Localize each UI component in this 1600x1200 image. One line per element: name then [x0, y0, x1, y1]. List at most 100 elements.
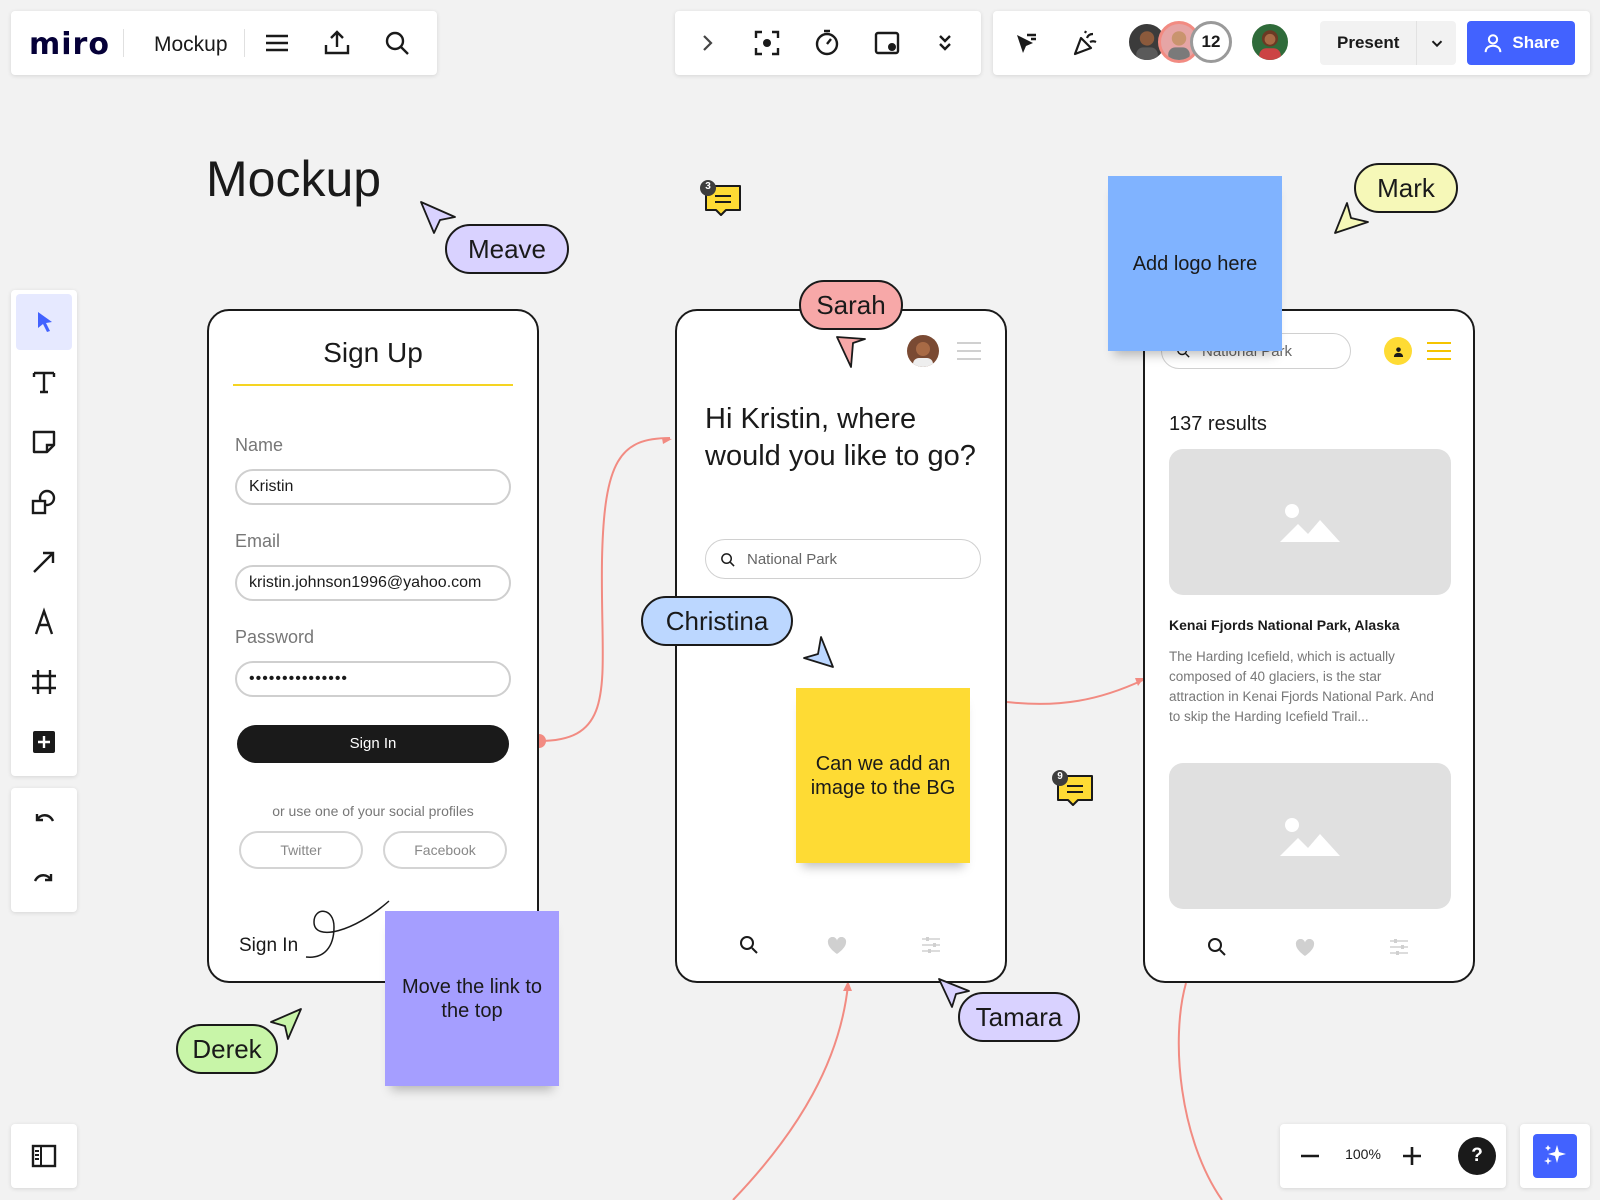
arrowhead	[1135, 678, 1144, 686]
zoom-level[interactable]: 100%	[1345, 1146, 1381, 1162]
cursor-arrow-icon	[1334, 202, 1369, 234]
add-apps-icon[interactable]	[16, 714, 72, 770]
menu-icon[interactable]	[255, 21, 299, 65]
twitter-button[interactable]: Twitter	[239, 831, 363, 869]
hand-drawn-scribble	[305, 900, 390, 958]
board-name[interactable]: Mockup	[154, 33, 228, 56]
cursor-arrow-icon	[270, 1008, 302, 1040]
search-input[interactable]: National Park	[705, 539, 981, 579]
greeting-text: Hi Kristin, where would you like to go?	[705, 403, 976, 472]
sticky-note-tool-icon[interactable]	[16, 414, 72, 470]
zoom-out-icon[interactable]	[1288, 1134, 1332, 1178]
menu-icon[interactable]	[1427, 341, 1451, 366]
filter-icon[interactable]	[921, 936, 941, 959]
card-title[interactable]: Kenai Fjords National Park, Alaska	[1169, 617, 1400, 633]
cursor-label-sarah: Sarah	[799, 280, 903, 330]
menu-icon[interactable]	[957, 341, 981, 366]
image-placeholder[interactable]	[1169, 449, 1451, 595]
celebrate-icon[interactable]	[1063, 21, 1107, 65]
cursor-arrow-icon	[803, 636, 834, 668]
sticky-note-blue[interactable]: Add logo here	[1108, 176, 1282, 351]
connector-tool-icon[interactable]	[16, 534, 72, 590]
cursor-arrow-icon	[420, 201, 456, 234]
collaborators-count[interactable]: 12	[1190, 21, 1232, 63]
board-sidebar-toggle[interactable]	[11, 1124, 77, 1188]
password-field[interactable]: •••••••••••••••	[235, 661, 511, 697]
connector-line[interactable]	[732, 984, 849, 1200]
chevron-double-down-icon[interactable]	[923, 21, 967, 65]
cursor-follow-icon[interactable]	[1003, 21, 1047, 65]
facebook-button[interactable]: Facebook	[383, 831, 507, 869]
card-description: The Harding Icefield, which is actually …	[1169, 649, 1434, 724]
cursor-arrow-icon	[938, 978, 970, 1008]
arrowhead	[843, 981, 852, 991]
signin-link[interactable]: Sign In	[239, 935, 299, 956]
redo-icon[interactable]	[16, 852, 72, 908]
connector-line[interactable]	[1006, 679, 1144, 705]
canvas-title[interactable]: Mockup	[206, 151, 382, 207]
comment-icon[interactable]	[1050, 768, 1094, 812]
sidebar-icon[interactable]	[22, 1134, 66, 1178]
comment-icon[interactable]	[698, 178, 742, 222]
connector-line[interactable]	[538, 437, 671, 742]
select-tool-icon[interactable]	[16, 294, 72, 350]
comment-count: 3	[705, 181, 711, 192]
image-icon	[1280, 504, 1340, 542]
user-avatar[interactable]	[907, 335, 939, 367]
signin-button[interactable]: Sign In	[237, 725, 509, 763]
zoom-in-icon[interactable]	[1390, 1134, 1434, 1178]
heart-icon[interactable]	[1295, 938, 1315, 962]
cursor-arrow-icon	[836, 336, 866, 368]
comment-count: 9	[1057, 771, 1063, 782]
connector-line[interactable]	[1177, 982, 1223, 1200]
results-count: 137 results	[1169, 413, 1267, 435]
cursor-label-meave: Meave	[445, 224, 569, 274]
help-button[interactable]: ?	[1458, 1137, 1496, 1175]
board-header-panel: miro Mockup	[11, 11, 437, 75]
sticky-note-yellow[interactable]: Can we add an image to the BG	[796, 688, 970, 863]
focus-icon[interactable]	[745, 21, 789, 65]
signup-phone-frame[interactable]: Sign Up Name Kristin Email kristin.johns…	[207, 309, 539, 983]
share-panel: 12 Present Share	[993, 11, 1590, 75]
undo-icon[interactable]	[16, 792, 72, 848]
shapes-tool-icon[interactable]	[16, 474, 72, 530]
filter-icon[interactable]	[1389, 938, 1409, 961]
search-icon[interactable]	[739, 935, 759, 960]
results-phone-frame[interactable]: National Park 137 results Kenai Fjords N…	[1143, 309, 1475, 983]
user-icon	[1485, 34, 1502, 53]
search-icon[interactable]	[375, 21, 419, 65]
screen-share-icon[interactable]	[865, 21, 909, 65]
collaboration-tools-panel	[675, 11, 981, 75]
search-icon[interactable]	[1207, 937, 1227, 962]
cursor-label-christina: Christina	[641, 596, 793, 646]
text-tool-icon[interactable]	[16, 354, 72, 410]
timer-icon[interactable]	[805, 21, 849, 65]
upload-icon[interactable]	[315, 21, 359, 65]
email-field[interactable]: kristin.johnson1996@yahoo.com	[235, 565, 511, 601]
arrowhead	[662, 438, 672, 444]
frame-tool-icon[interactable]	[16, 654, 72, 710]
user-avatar[interactable]	[1249, 21, 1291, 63]
miro-logo[interactable]: miro	[29, 27, 110, 62]
password-label: Password	[235, 627, 315, 647]
sticky-note-purple[interactable]: Move the link to the top	[385, 911, 559, 1086]
share-button[interactable]: Share	[1467, 21, 1575, 65]
chevron-right-icon[interactable]	[685, 21, 729, 65]
name-label: Name	[235, 435, 284, 455]
name-field[interactable]: Kristin	[235, 469, 511, 505]
search-phone-frame[interactable]: Hi Kristin, where would you like to go? …	[675, 309, 1007, 983]
user-icon[interactable]	[1384, 337, 1412, 365]
image-icon	[1280, 818, 1340, 856]
sparkle-icon[interactable]	[1533, 1134, 1577, 1178]
present-label: Present	[1337, 33, 1400, 52]
present-button[interactable]: Present	[1320, 21, 1456, 65]
email-label: Email	[235, 531, 281, 551]
image-placeholder[interactable]	[1169, 763, 1451, 909]
cursor-label-derek: Derek	[176, 1024, 278, 1074]
search-placeholder: National Park	[747, 550, 838, 568]
pen-tool-icon[interactable]	[16, 594, 72, 650]
heart-icon[interactable]	[827, 936, 847, 960]
chevron-down-icon[interactable]	[1416, 21, 1456, 65]
heading-underline	[233, 384, 513, 386]
